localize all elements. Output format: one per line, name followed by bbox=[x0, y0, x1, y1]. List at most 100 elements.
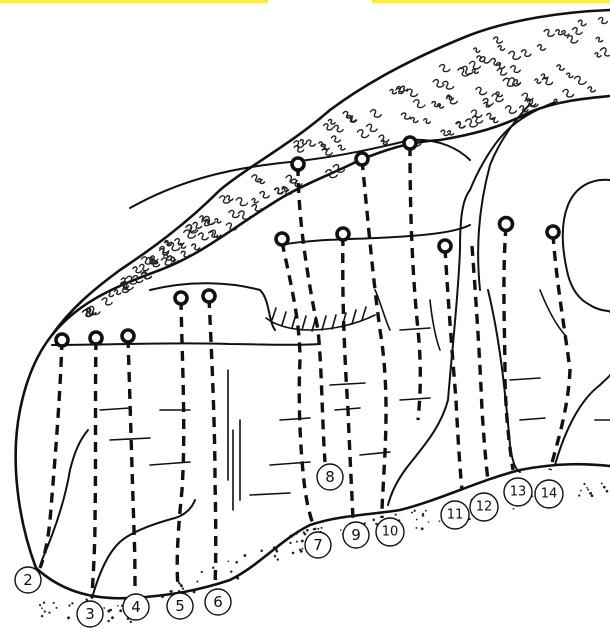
ground-dot bbox=[422, 514, 425, 517]
ground-dot bbox=[416, 519, 418, 521]
vegetation-lower-edge bbox=[52, 96, 610, 335]
route-number-13[interactable]: 13 bbox=[504, 478, 532, 506]
route-number-5[interactable]: 5 bbox=[167, 593, 193, 619]
vegetation-squiggle bbox=[322, 148, 332, 155]
ground-dot bbox=[130, 621, 132, 623]
route-number-10[interactable]: 10 bbox=[376, 518, 404, 546]
route-number-12[interactable]: 12 bbox=[470, 493, 498, 521]
vegetation-squiggle bbox=[226, 196, 233, 201]
vegetation-squiggle bbox=[572, 28, 582, 35]
ground-dot bbox=[586, 487, 588, 489]
ground-dot bbox=[372, 519, 375, 522]
vegetation-squiggle bbox=[487, 113, 495, 119]
header-tab-left bbox=[0, 0, 268, 3]
route-number-7-text: 7 bbox=[313, 536, 323, 554]
route-line-11 bbox=[445, 248, 462, 490]
ground-dot bbox=[321, 527, 323, 529]
route-number-labels: 2 3 4 5 6 7 8 9 bbox=[15, 464, 563, 627]
vegetation-squiggle bbox=[469, 61, 480, 68]
ground-dot bbox=[428, 521, 430, 523]
route-line-9 bbox=[343, 236, 353, 520]
ground-dot bbox=[301, 540, 304, 543]
route-number-14[interactable]: 14 bbox=[535, 480, 563, 508]
ground-dot bbox=[601, 482, 603, 484]
vegetation-squiggle bbox=[401, 86, 407, 90]
vegetation-squiggle bbox=[544, 29, 554, 36]
vegetation-squiggle bbox=[567, 73, 573, 77]
route-lines bbox=[40, 146, 570, 598]
ground-dot bbox=[415, 527, 417, 529]
upper-break bbox=[130, 140, 470, 208]
anchor-2 bbox=[56, 334, 68, 346]
ground-dot bbox=[68, 604, 70, 606]
vegetation-squiggle bbox=[198, 233, 208, 240]
anchor-7 bbox=[276, 233, 288, 245]
anchor-14 bbox=[547, 226, 559, 238]
route-line-2 bbox=[40, 340, 62, 568]
ground-dot bbox=[71, 602, 73, 604]
anchor-4 bbox=[122, 330, 134, 342]
ground-dot bbox=[53, 602, 55, 604]
vegetation-squiggle bbox=[252, 199, 258, 203]
vegetation-squiggle bbox=[537, 45, 545, 51]
vegetation-squiggle bbox=[307, 140, 316, 146]
ground-dot bbox=[180, 584, 183, 587]
route-number-7[interactable]: 7 bbox=[305, 532, 331, 558]
vegetation-squiggle bbox=[215, 219, 221, 223]
vegetation-squiggle bbox=[357, 130, 368, 138]
ground-dot bbox=[306, 529, 309, 532]
vegetation-squiggle bbox=[424, 119, 431, 124]
anchor-3 bbox=[90, 332, 102, 344]
ground-dot bbox=[439, 520, 441, 522]
rock-texture bbox=[100, 290, 610, 510]
vegetation-squiggle bbox=[229, 210, 239, 217]
vegetation-squiggle bbox=[497, 69, 506, 75]
ground-dot bbox=[179, 583, 181, 585]
ground-dot bbox=[317, 528, 319, 530]
ground-dot bbox=[119, 609, 122, 612]
route-number-9[interactable]: 9 bbox=[343, 522, 369, 548]
header-tab-right bbox=[372, 0, 610, 3]
ground-dot bbox=[260, 549, 263, 552]
vegetation-squiggle bbox=[492, 94, 503, 102]
vegetation-squiggle bbox=[588, 87, 595, 92]
vegetation-squiggle bbox=[498, 46, 505, 51]
vegetation-squiggle bbox=[494, 37, 503, 43]
route-number-6[interactable]: 6 bbox=[205, 589, 231, 615]
ground-dot bbox=[230, 571, 232, 573]
vegetation-squiggle bbox=[107, 292, 114, 297]
ground-dot bbox=[169, 591, 171, 593]
route-number-8[interactable]: 8 bbox=[317, 464, 343, 490]
route-number-9-text: 9 bbox=[351, 526, 361, 544]
vegetation-squiggle bbox=[275, 188, 283, 193]
anchor-10 bbox=[356, 153, 368, 165]
route-number-8-text: 8 bbox=[325, 468, 335, 486]
route-line-13 bbox=[504, 226, 513, 470]
vegetation-squiggle bbox=[578, 20, 586, 25]
route-number-11[interactable]: 11 bbox=[441, 501, 469, 529]
ground-dot bbox=[212, 566, 214, 568]
route-line-8 bbox=[298, 166, 325, 462]
vegetation-squiggle bbox=[411, 118, 418, 123]
vegetation-squiggle bbox=[476, 87, 487, 94]
ground-dot bbox=[604, 487, 606, 489]
vegetation-squiggle bbox=[140, 264, 149, 270]
route-number-4[interactable]: 4 bbox=[123, 594, 149, 620]
vegetation-squiggle bbox=[574, 76, 586, 84]
vegetation-squiggle bbox=[600, 48, 610, 56]
ground-dot bbox=[292, 552, 295, 555]
ground-dot bbox=[580, 490, 582, 492]
route-number-2[interactable]: 2 bbox=[15, 567, 41, 593]
ground-dot bbox=[43, 601, 45, 603]
ground-dot bbox=[300, 550, 303, 553]
vegetation-squiggle bbox=[236, 198, 247, 206]
route-number-3[interactable]: 3 bbox=[77, 601, 103, 627]
vegetation-squiggle bbox=[541, 74, 548, 79]
ground-dot bbox=[340, 529, 342, 531]
ground-dot bbox=[411, 512, 413, 514]
anchor-5 bbox=[175, 292, 187, 304]
anchor-8 bbox=[292, 158, 304, 170]
route-number-4-text: 4 bbox=[131, 598, 141, 616]
ground-dot bbox=[304, 533, 307, 536]
